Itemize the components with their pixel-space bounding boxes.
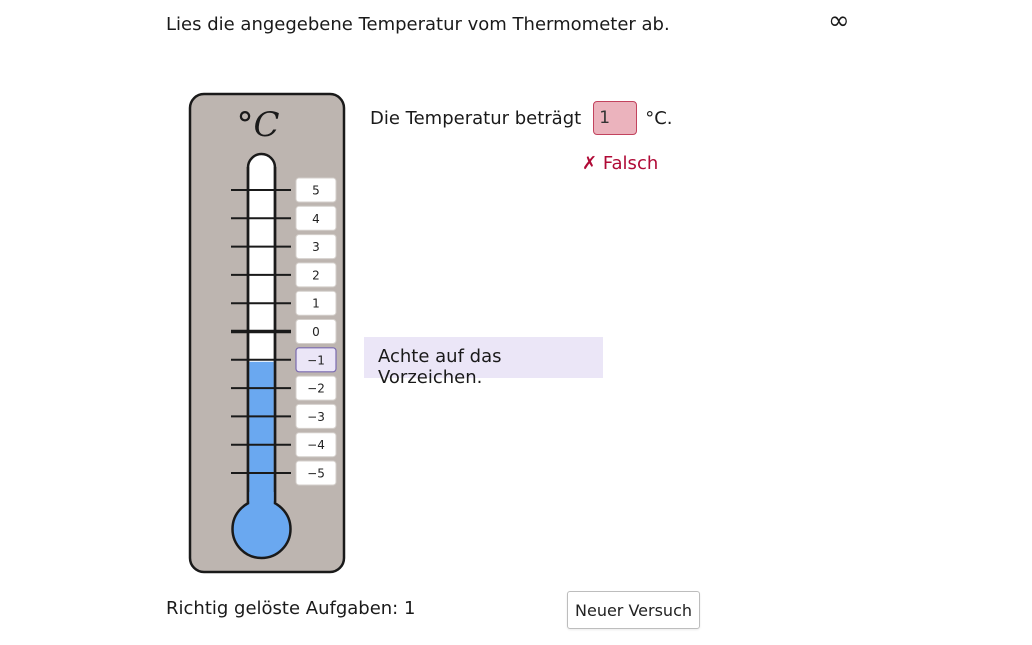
scale-label: −4: [307, 438, 325, 452]
scale-label-background: [295, 234, 337, 260]
scale-label: 2: [312, 268, 320, 282]
scale-label-box: −1: [295, 347, 337, 373]
answer-sentence: Die Temperatur beträgt °C.: [370, 101, 673, 135]
scale-ticks: [231, 189, 291, 474]
scale-label: −5: [307, 467, 325, 481]
scale-label-background: [295, 347, 337, 373]
unit-label: °C: [236, 105, 279, 145]
scale-label-background: [295, 262, 337, 288]
liquid-column: [249, 361, 274, 506]
scale-label: −3: [307, 410, 325, 424]
scale-label: 3: [312, 240, 320, 254]
task-instruction: Lies die angegebene Temperatur vom Therm…: [166, 14, 670, 35]
scale-label-background: [295, 403, 337, 429]
bulb-neck-fill: [249, 492, 274, 506]
scale-label-box: −3: [295, 403, 337, 429]
scale-label-box: 1: [295, 290, 337, 316]
scale-label: 5: [312, 184, 320, 198]
scale-label: 1: [312, 297, 320, 311]
scale-label-box: 4: [295, 205, 337, 231]
scale-label-box: 5: [295, 177, 337, 203]
scale-label: −1: [307, 353, 325, 367]
solved-counter: Richtig gelöste Aufgaben: 1: [166, 598, 416, 619]
scale-label-box: −2: [295, 375, 337, 401]
thermometer-bulb: [231, 498, 292, 560]
scale-label-box: 0: [295, 319, 337, 344]
hint-box: Achte auf das Vorzeichen.: [364, 337, 603, 388]
thermometer: °C 5 4 3 2 1 0 −1 −2 −3 −4 −5: [188, 92, 348, 576]
scale-label-box: 2: [295, 262, 337, 288]
scale-label: 4: [312, 212, 320, 226]
thermometer-graphic: °C 5 4 3 2 1 0 −1 −2 −3 −4 −5: [188, 92, 346, 574]
attempts-infinity-icon: ∞: [828, 6, 850, 36]
scale-label-background: [295, 375, 337, 401]
scale-label-box: −5: [295, 460, 337, 486]
scale-label-background: [295, 205, 337, 231]
feedback-message: ✗ Falsch: [582, 153, 658, 174]
scale-label: 0: [312, 325, 320, 339]
new-attempt-button[interactable]: Neuer Versuch: [567, 591, 700, 629]
answer-suffix: °C.: [645, 107, 673, 129]
scale-label: −2: [307, 382, 325, 396]
temperature-input[interactable]: [593, 101, 638, 135]
answer-prefix: Die Temperatur beträgt: [370, 107, 582, 129]
scale-label-box: −4: [295, 432, 337, 458]
scale-label-box: 3: [295, 234, 337, 260]
thermometer-tube: [231, 152, 292, 560]
wrong-cross-icon: ✗: [582, 153, 598, 174]
scale-label-background: [295, 290, 337, 316]
scale-label-background: [295, 432, 337, 458]
scale-labels: 5 4 3 2 1 0 −1 −2 −3 −4 −5: [295, 177, 337, 486]
scale-label-background: [295, 319, 337, 344]
feedback-text: Falsch: [602, 153, 659, 174]
scale-label-background: [295, 460, 337, 486]
scale-label-background: [295, 177, 337, 203]
